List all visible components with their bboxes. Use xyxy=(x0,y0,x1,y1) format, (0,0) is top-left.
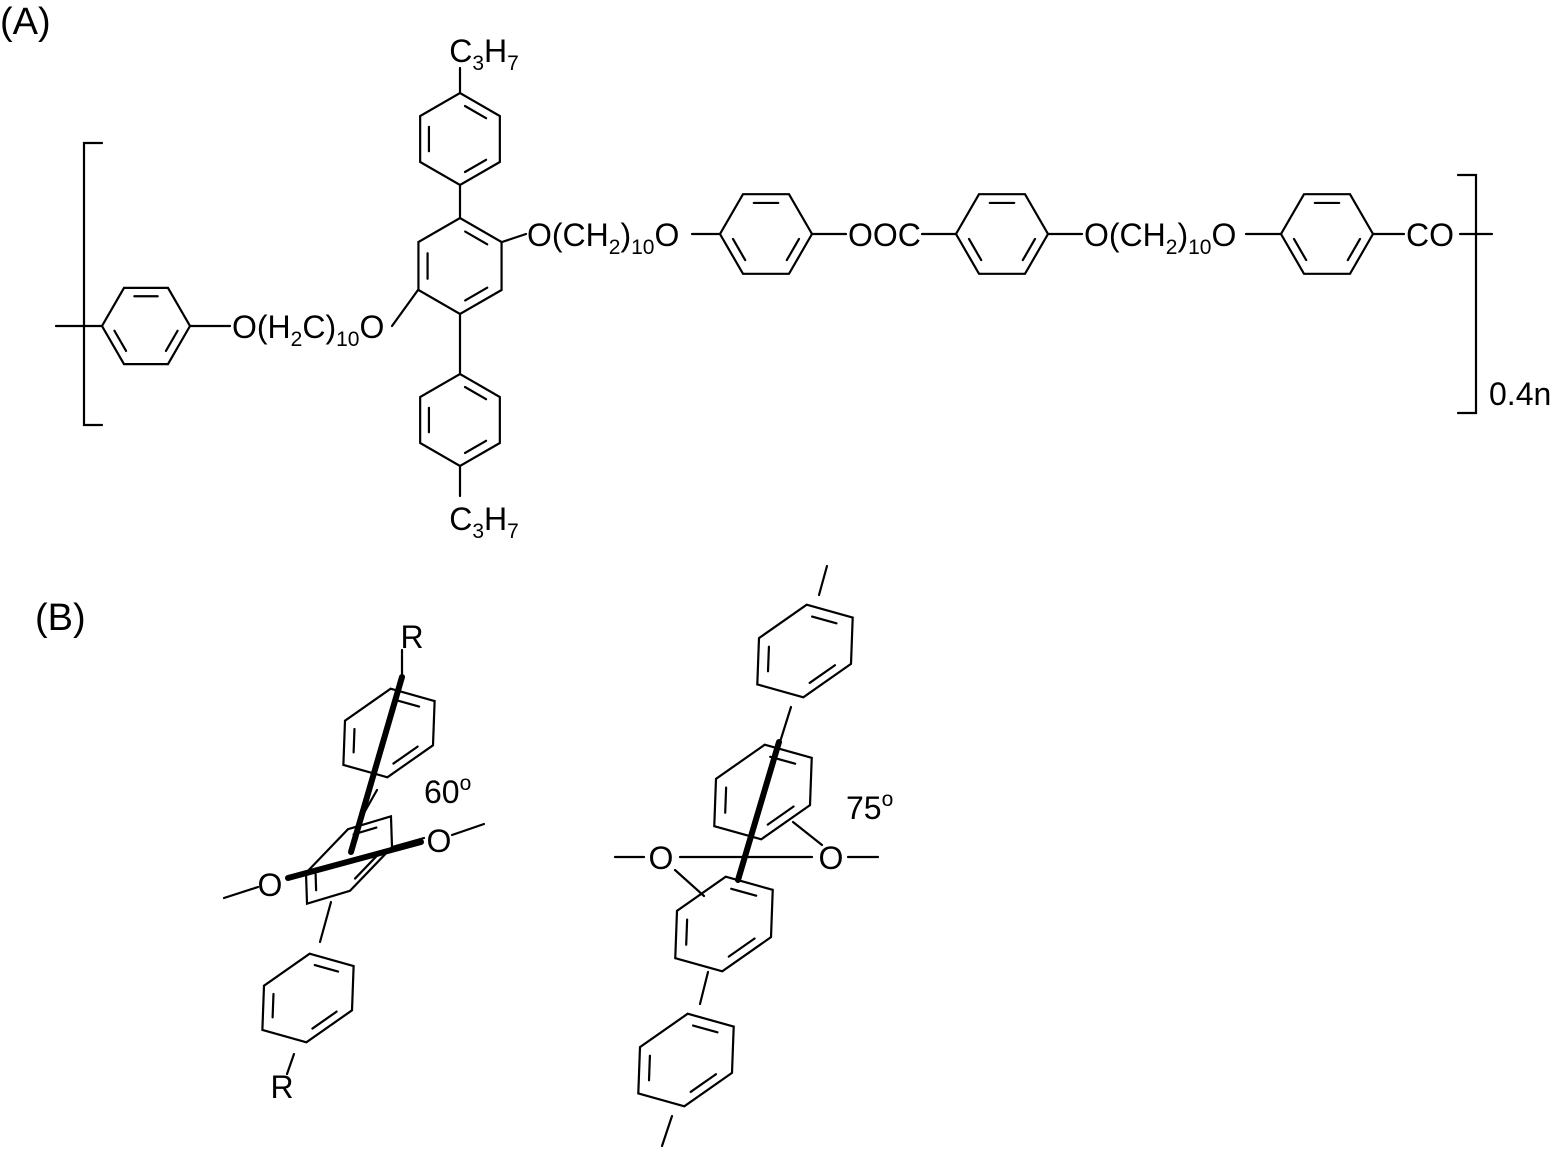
bracket-left xyxy=(82,141,104,427)
ring-outline xyxy=(637,1012,735,1108)
ring-double-bond xyxy=(785,237,801,262)
ring-central xyxy=(417,216,503,316)
label-b-left-r-bottom: R xyxy=(270,1069,293,1105)
ring-double-bond xyxy=(724,786,728,814)
ring-outline xyxy=(342,687,436,779)
ring-outline xyxy=(100,286,192,366)
ring-outline xyxy=(713,743,813,841)
ring-b-left-bottom xyxy=(261,952,355,1044)
ring-double-bond xyxy=(810,615,838,625)
ring-outline xyxy=(954,193,1050,275)
ring-double-bond xyxy=(271,992,275,1019)
ring-double-bond xyxy=(314,872,318,892)
label-spacer-right: O(CH2)10O xyxy=(1084,217,1236,259)
ring-double-bond xyxy=(464,230,489,246)
panel-b-right-molecule: O O 75o xyxy=(613,564,893,1148)
bond-b-right-bottom-methyl xyxy=(660,1114,674,1148)
bond-b-right-upper-link xyxy=(778,705,793,744)
bracket-right xyxy=(1456,173,1478,415)
ring-a3 xyxy=(954,193,1050,275)
ring-outline xyxy=(674,875,774,973)
ring-double-bond xyxy=(463,158,488,174)
bond-b-left-methoxy-left xyxy=(222,885,260,900)
ring-double-bond xyxy=(1292,237,1308,262)
ring-double-bond xyxy=(967,237,983,262)
bond-b-right-o-ring xyxy=(673,868,706,898)
ring-a1 xyxy=(100,286,192,366)
ring-double-bond xyxy=(353,854,379,880)
ring-double-bond xyxy=(464,286,489,302)
ring-double-bond xyxy=(727,937,756,958)
ring-outline xyxy=(718,193,814,275)
panel-b-left-molecule: R R O O 60o xyxy=(222,619,486,1105)
ring-double-bond xyxy=(766,645,771,673)
ring-double-bond xyxy=(313,963,340,973)
ring-double-bond xyxy=(311,1010,338,1030)
ring-double-bond xyxy=(685,918,689,946)
ring-bottom-phenyl xyxy=(419,372,501,468)
ring-double-bond xyxy=(392,745,419,765)
label-b-left-angle: 60o xyxy=(424,772,471,810)
bond-b-right-lower-link xyxy=(698,970,710,1006)
ring-top-phenyl xyxy=(419,91,501,187)
ring-outline xyxy=(1279,193,1375,275)
label-propyl-top: C3H7 xyxy=(449,33,519,75)
ring-outline xyxy=(261,952,355,1044)
ring-b-right-bottom xyxy=(637,1012,735,1108)
label-b-right-angle: 75o xyxy=(846,788,893,826)
label-b-left-o-right: O xyxy=(427,823,452,859)
ring-b-right-lower-central xyxy=(674,875,774,973)
ring-double-bond xyxy=(352,727,356,754)
label-b-left-r-top: R xyxy=(400,619,423,655)
bond-central-oxygen-right xyxy=(500,232,528,244)
ring-double-bond xyxy=(730,887,758,897)
label-b-right-o-right: O xyxy=(819,840,844,876)
ring-double-bond xyxy=(164,329,179,353)
ring-double-bond xyxy=(463,385,488,401)
ring-double-bond xyxy=(691,1024,719,1034)
ring-outline xyxy=(419,91,501,187)
ring-double-bond xyxy=(731,237,747,262)
panel-label-a: (A) xyxy=(0,1,51,43)
label-end-group: CO xyxy=(1406,217,1454,253)
ring-double-bond xyxy=(463,439,488,455)
ring-double-bond xyxy=(1346,237,1362,262)
bond-b-left-r-bottom xyxy=(285,1052,296,1076)
label-spacer-middle: O(CH2)10O xyxy=(527,217,679,259)
ring-double-bond xyxy=(808,664,837,685)
panel-a-structure: C3H7 C3H7 O(H2C)10O O(CH2)10O OOC O(CH2)… xyxy=(54,33,1551,543)
ring-a2 xyxy=(718,193,814,275)
ring-outline xyxy=(756,603,854,699)
axis-b-left-oxygen xyxy=(285,839,424,881)
ring-double-bond xyxy=(689,1073,718,1094)
label-repeat-subscript: 0.4n xyxy=(1489,376,1551,412)
bond-b-right-ring-o xyxy=(791,820,824,847)
ring-double-bond xyxy=(1021,237,1037,262)
ring-b-right-top xyxy=(756,603,854,699)
panel-label-b: (B) xyxy=(35,597,86,639)
ring-double-bond xyxy=(394,698,421,708)
ring-outline xyxy=(417,216,503,316)
label-spacer-left: O(H2C)10O xyxy=(232,309,384,351)
bond-b-right-top-methyl xyxy=(817,564,829,597)
ring-double-bond xyxy=(113,329,128,353)
label-b-right-o-left: O xyxy=(649,840,674,876)
ring-b-left-top xyxy=(342,687,436,779)
ring-double-bond xyxy=(766,805,795,826)
bond-oxygen-central-left xyxy=(390,288,420,328)
label-propyl-bottom: C3H7 xyxy=(449,501,519,543)
bond-b-left-lower-link xyxy=(318,900,333,944)
ring-double-bond xyxy=(647,1054,652,1082)
bond-b-left-methoxy-right xyxy=(450,822,486,837)
axis-b-right-biphenyl xyxy=(735,739,782,883)
ring-a4 xyxy=(1279,193,1375,275)
ring-outline xyxy=(419,372,501,468)
axis-b-left-biphenyl xyxy=(348,674,405,855)
label-b-left-o-left: O xyxy=(258,867,283,903)
label-ester: OOC xyxy=(848,217,921,253)
ring-double-bond xyxy=(463,104,488,120)
